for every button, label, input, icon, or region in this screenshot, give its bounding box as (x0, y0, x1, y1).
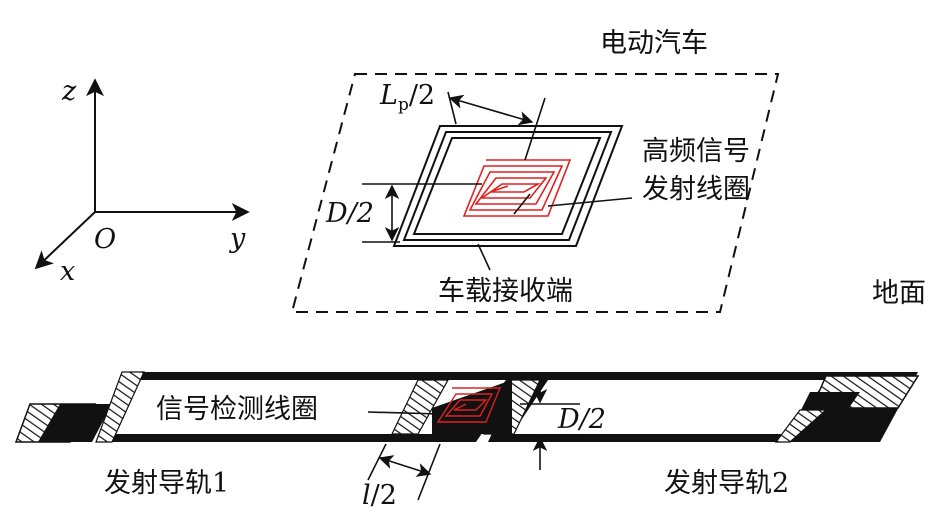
l-dimension-label: l/2 (362, 480, 397, 508)
d-dimension-upper (362, 183, 482, 243)
detect-coil (436, 387, 502, 423)
x-axis-label: x (60, 256, 75, 287)
d-dimension-upper-label: D/2 (325, 198, 374, 229)
receiver-coil (392, 125, 624, 247)
detect-coil-label: 信号检测线圈 (156, 394, 318, 425)
z-axis-label: z (61, 76, 77, 107)
d-dimension-lower-label: D/2 (557, 404, 606, 435)
l-dimension (367, 443, 441, 501)
rail1-label: 发射导轨1 (104, 468, 229, 499)
leader-lines (477, 97, 633, 271)
y-axis-label: y (229, 223, 246, 254)
hf-transmit-coil (462, 159, 572, 217)
lp-dimension-label: Lp/2 (379, 80, 435, 115)
origin-label: O (94, 224, 116, 255)
rail2-label: 发射导轨2 (664, 468, 789, 499)
hf-coil-label-line2: 发射线圈 (642, 174, 750, 205)
x-axis (34, 211, 96, 270)
ground-label: 地面 (872, 278, 926, 309)
receiver-label: 车载接收端 (438, 276, 573, 307)
hf-coil-label-line1: 高频信号 (642, 136, 750, 167)
transmit-rail-2 (488, 372, 920, 443)
coordinate-axes (34, 78, 250, 270)
ev-label: 电动汽车 (600, 28, 708, 59)
detect-coil-leader (367, 411, 441, 415)
ev-outline (290, 73, 780, 313)
d-dimension-lower (520, 372, 580, 470)
lp-dimension (447, 91, 534, 126)
